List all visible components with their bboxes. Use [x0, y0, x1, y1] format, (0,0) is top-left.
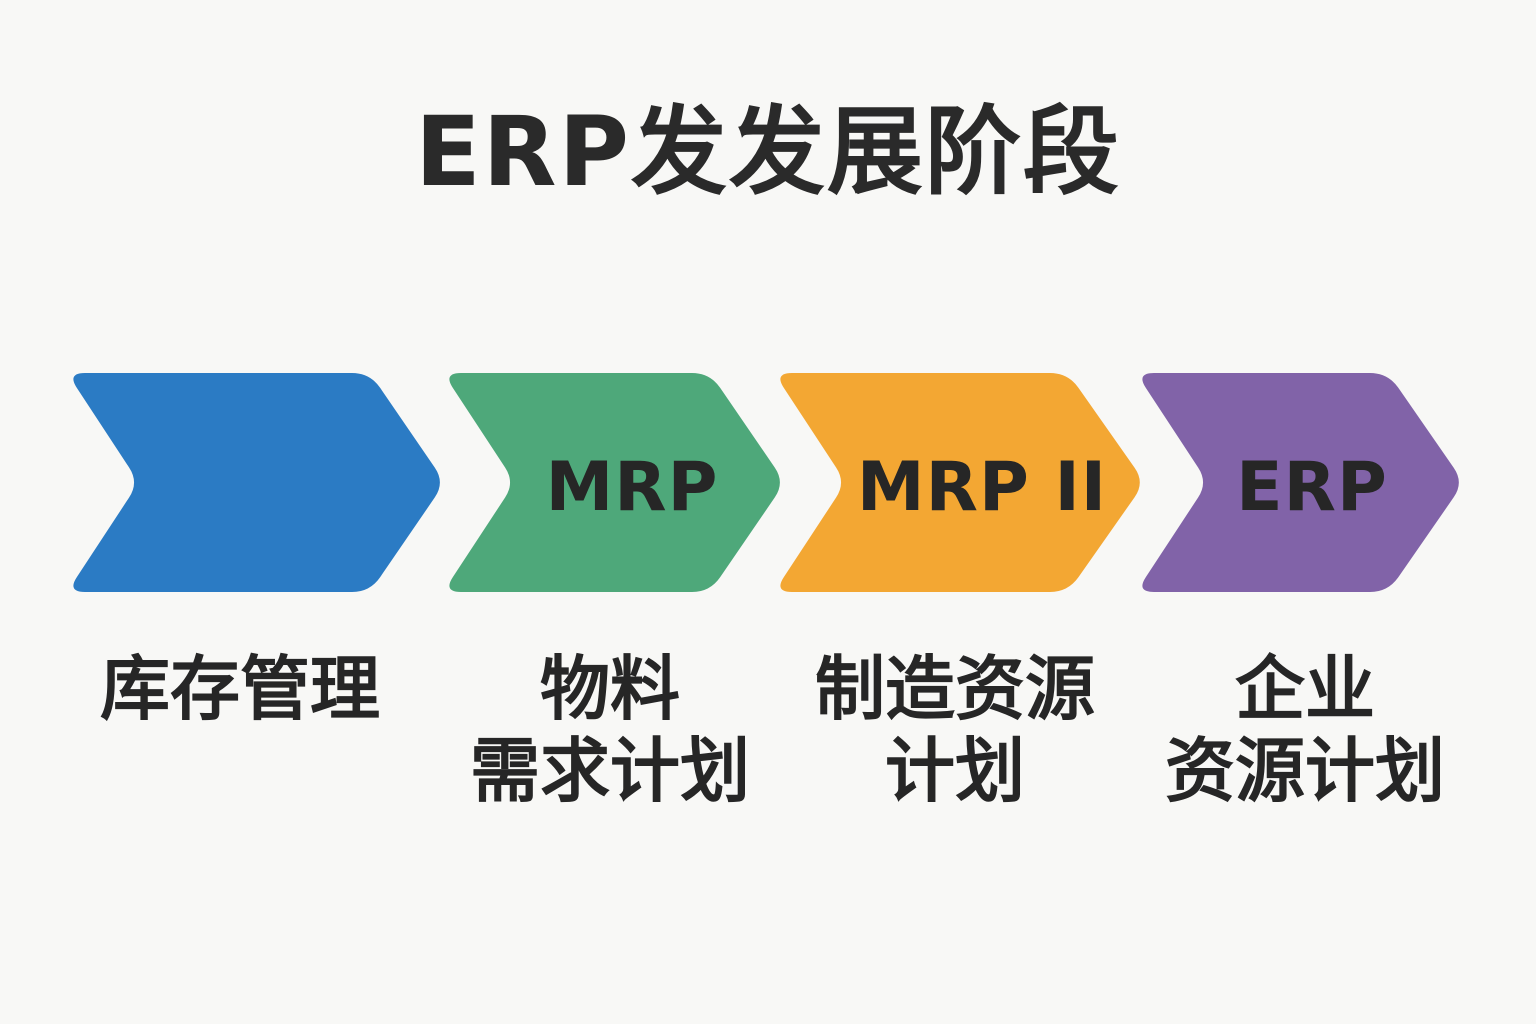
chevron-mrp2: [780, 373, 1140, 592]
stage-desc-inventory: 库存管理: [60, 648, 420, 730]
chevron-erp: [1142, 373, 1459, 592]
stage-desc-line: 制造资源: [815, 648, 1095, 730]
diagram-title: ERP发发展阶段: [415, 96, 1121, 208]
stage-desc-line: 库存管理: [100, 648, 380, 730]
stage-abbr-mrp: MRP: [545, 448, 719, 527]
stage-desc-erp: 企业 资源计划: [1125, 648, 1485, 812]
stage-desc-line: 需求计划: [470, 730, 750, 812]
stage-desc-line: 计划: [885, 730, 1025, 812]
stage-desc-line: 企业: [1235, 648, 1375, 730]
stage-desc-line: 物料: [540, 648, 680, 730]
stage-desc-mrp: 物料 需求计划: [430, 648, 790, 812]
stage-abbr-erp: ERP: [1236, 448, 1388, 527]
stage-desc-line: 资源计划: [1165, 730, 1445, 812]
stage-abbr-mrp2: MRP II: [856, 448, 1108, 527]
stage-desc-mrp2: 制造资源 计划: [775, 648, 1135, 812]
stage-abbr-inventory: [110, 440, 410, 536]
chevron-inventory: [73, 373, 440, 592]
chevron-mrp: [449, 373, 780, 592]
